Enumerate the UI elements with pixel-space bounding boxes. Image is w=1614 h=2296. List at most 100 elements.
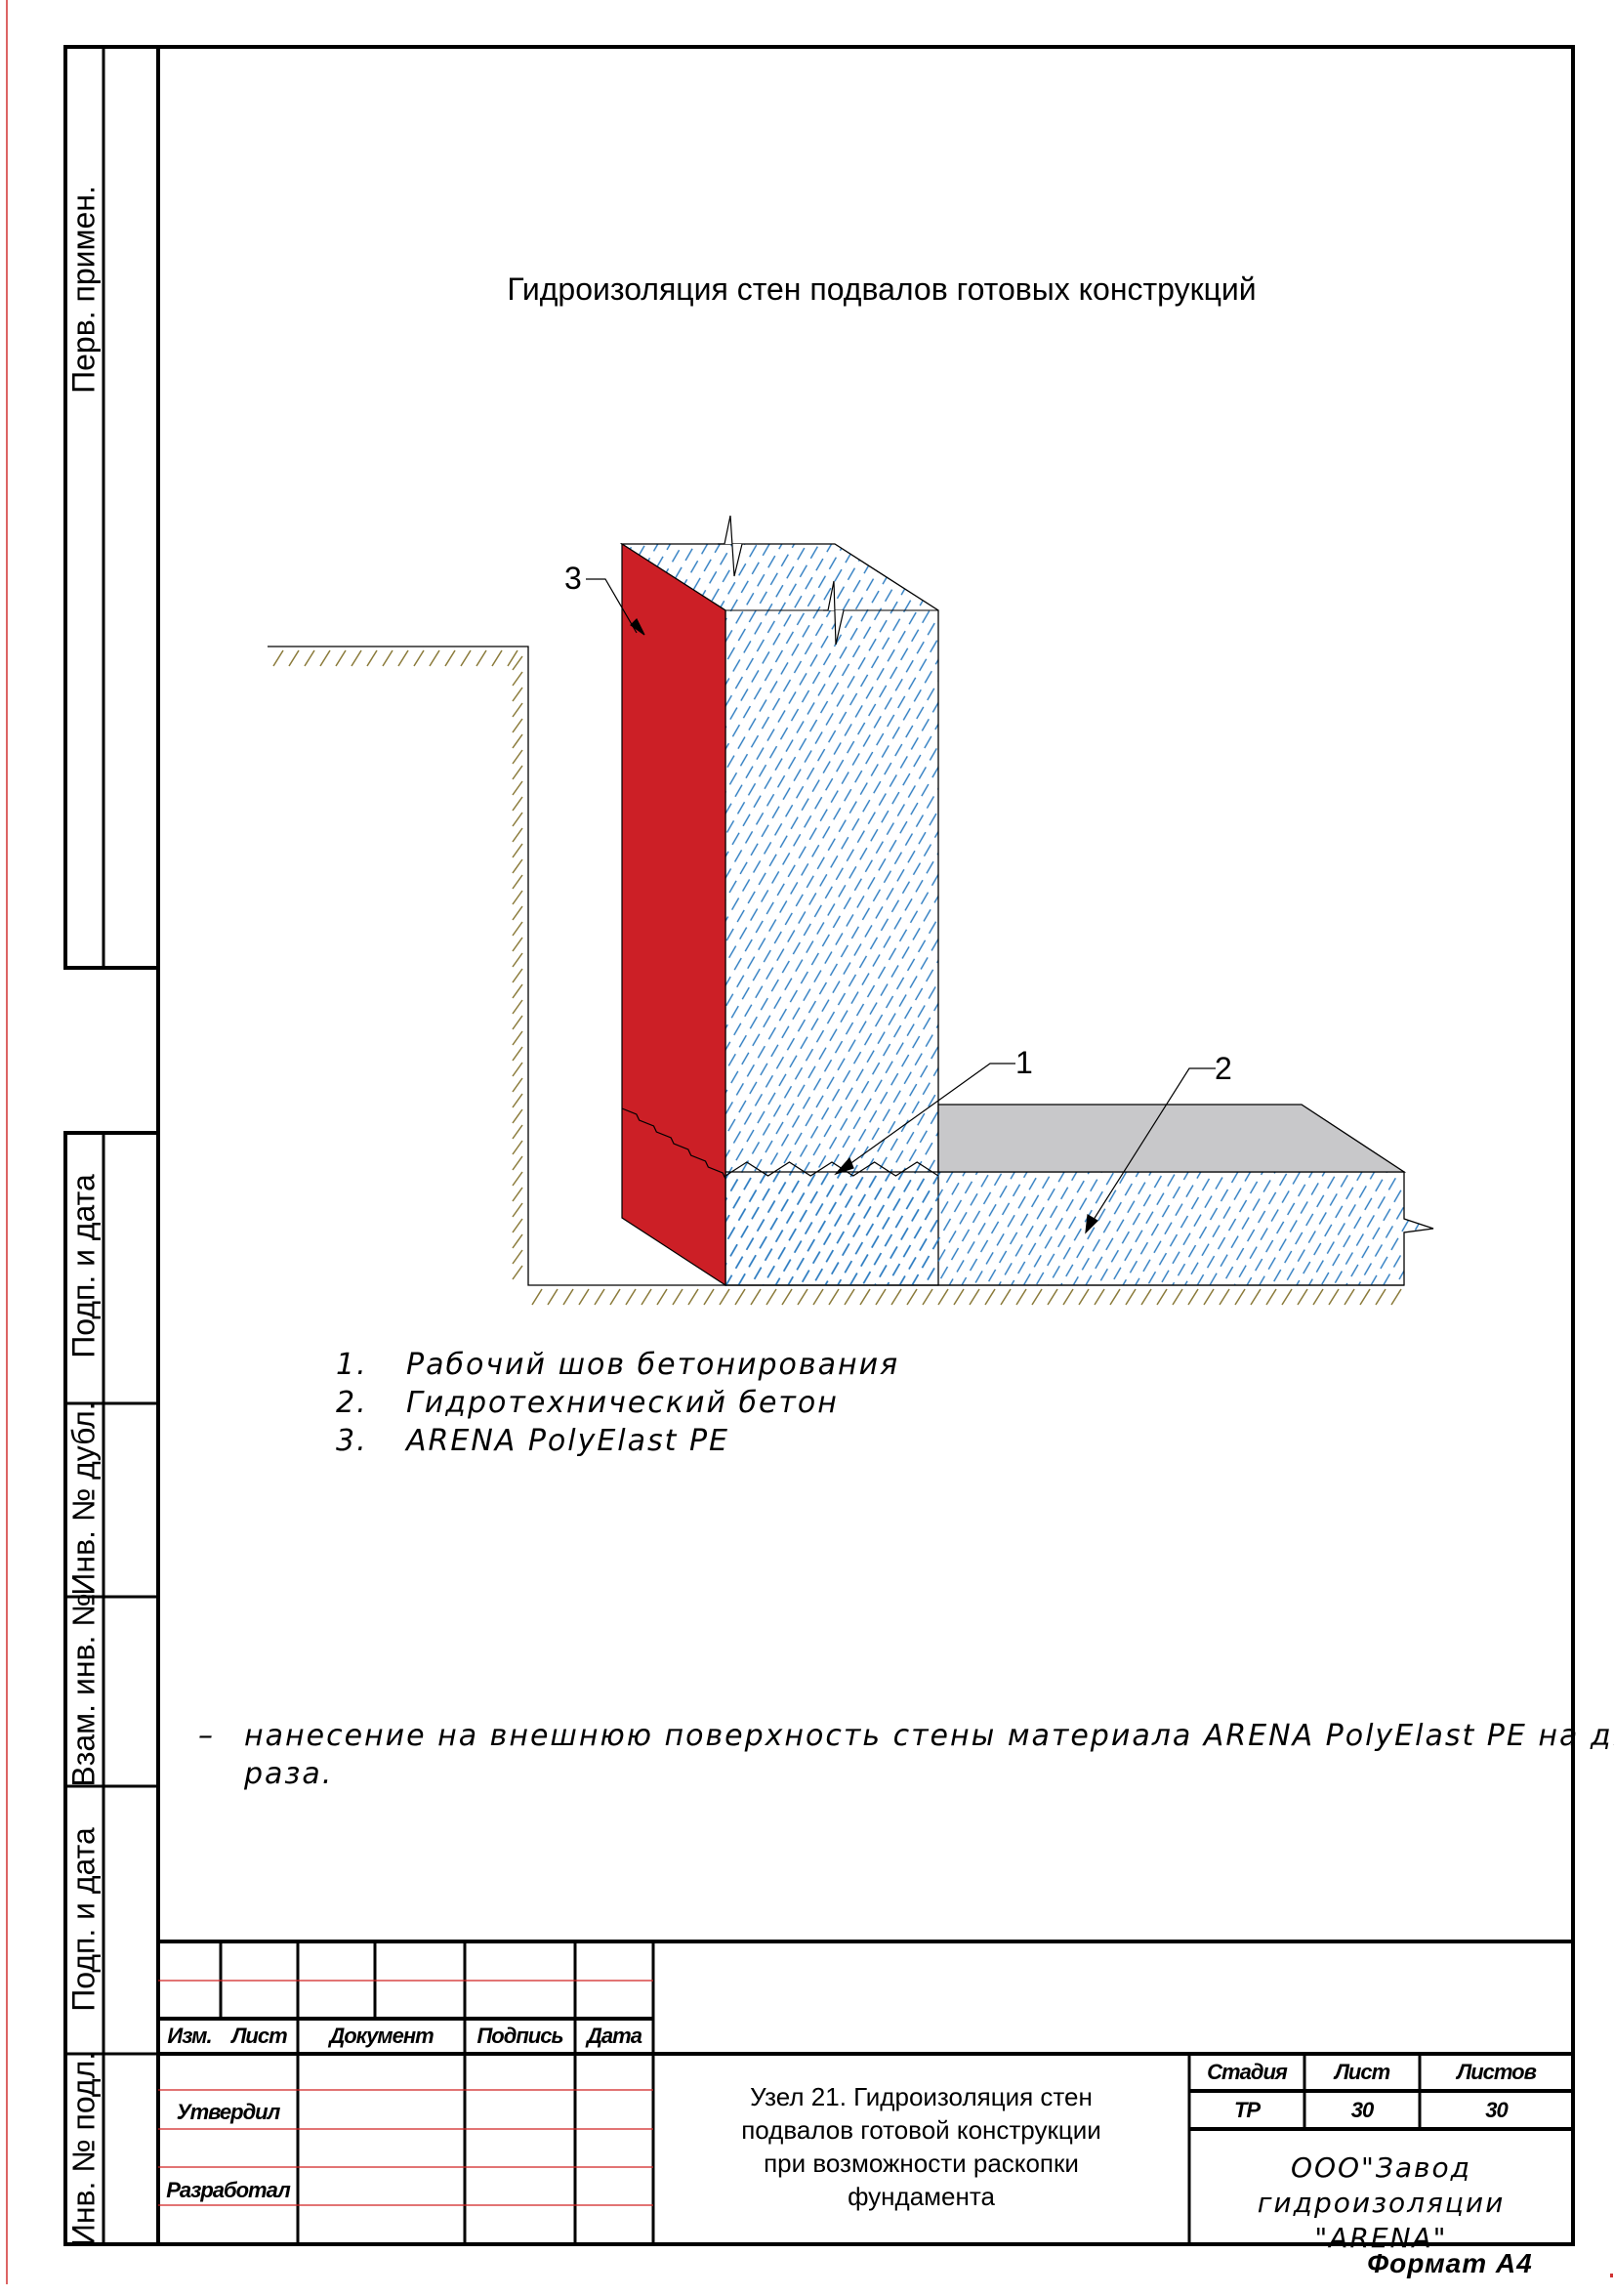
soil-hatch-stroke xyxy=(319,649,331,667)
concrete-slab xyxy=(724,1104,1434,1286)
drawing-title: Гидроизоляция стен подвалов готовых конс… xyxy=(507,271,1257,307)
soil-hatch-stroke xyxy=(531,1288,543,1306)
callout-2: 2 xyxy=(1215,1051,1232,1086)
soil-hatch-stroke xyxy=(1328,1288,1340,1306)
sheet-frame xyxy=(63,45,1575,2246)
soil-hatch-stroke xyxy=(1234,1288,1246,1306)
soil-hatch-stroke xyxy=(578,1288,590,1306)
soil-hatch-stroke xyxy=(512,937,523,952)
legend-text: Гидротехнический бетон xyxy=(406,1386,839,1420)
description-line: Узел 21. Гидроизоляция стен xyxy=(750,2082,1093,2111)
soil-hatch-stroke xyxy=(703,1288,715,1306)
soil-hatch-stroke xyxy=(512,687,523,702)
soil-hatch-stroke xyxy=(512,1077,523,1093)
soil-hatch-stroke xyxy=(512,1062,523,1077)
soil-hatch-stroke xyxy=(1078,1288,1090,1306)
organization-line: ООО"Завод гидроизоляции xyxy=(1257,2151,1506,2219)
soil-hatch-stroke xyxy=(512,968,523,983)
soil-hatch-stroke xyxy=(512,874,523,890)
soil-hatch-stroke xyxy=(512,702,523,718)
soil-hatch-stroke xyxy=(547,1288,559,1306)
soil-hatch-stroke xyxy=(335,649,347,667)
legend-num: 3. xyxy=(336,1424,368,1458)
soil-hatch-stroke xyxy=(512,1218,523,1233)
soil-hatch-stroke xyxy=(687,1288,699,1306)
header-document: Документ xyxy=(329,2024,434,2048)
soil-hatch-stroke xyxy=(512,905,523,921)
soil-hatch-stroke xyxy=(766,1288,777,1306)
leaders xyxy=(586,578,1216,1234)
soil-hatch-stroke xyxy=(1187,1288,1199,1306)
soil-hatch-stroke xyxy=(512,858,523,874)
description-line: подвалов готовой конструкции xyxy=(741,2115,1101,2145)
legend-text: Рабочий шов бетонирования xyxy=(406,1348,900,1382)
organization: ООО"Завод гидроизоляции "ARENA" xyxy=(1189,2150,1573,2256)
sheet-description: Узел 21. Гидроизоляция стен подвалов гот… xyxy=(653,2080,1189,2213)
soil-hatch-stroke xyxy=(512,952,523,968)
role-developed: Разработал xyxy=(166,2178,291,2202)
soil-hatch-stroke xyxy=(1109,1288,1121,1306)
floor-surface xyxy=(937,1104,1407,1173)
soil-hatch-stroke xyxy=(969,1288,980,1306)
soil-hatch-stroke xyxy=(512,1202,523,1218)
soil-hatch-stroke xyxy=(1375,1288,1386,1306)
soil-hatch-stroke xyxy=(304,649,315,667)
soil-hatch-stroke xyxy=(906,1288,918,1306)
soil-hatch-stroke xyxy=(750,1288,762,1306)
soil-hatch-stroke xyxy=(1344,1288,1355,1306)
soil-hatch-stroke xyxy=(859,1288,871,1306)
soil-hatch-stroke xyxy=(953,1288,965,1306)
soil-hatch-stroke xyxy=(1219,1288,1230,1306)
soil-hatch-stroke xyxy=(512,718,523,733)
soil-hatch-stroke xyxy=(512,1171,523,1187)
soil-hatch-stroke xyxy=(1281,1288,1293,1306)
header-signature: Подпись xyxy=(476,2024,563,2048)
soil-hatch-stroke xyxy=(512,765,523,780)
note-dash: – xyxy=(198,1719,215,1753)
soil-hatch-stroke xyxy=(413,649,425,667)
header-izm: Изм. xyxy=(167,2024,212,2048)
soil-hatch-stroke xyxy=(512,733,523,749)
soil xyxy=(268,646,1404,1306)
soil-hatch-stroke xyxy=(429,649,440,667)
soil-hatch-stroke xyxy=(781,1288,793,1306)
soil-hatch-stroke xyxy=(1125,1288,1137,1306)
membrane-arena-polyelast xyxy=(621,542,726,1287)
sheet-label: Лист xyxy=(1334,2060,1390,2084)
soil-hatch-stroke xyxy=(512,843,523,858)
description-line: фундамента xyxy=(848,2182,995,2211)
organization-line: "ARENA" xyxy=(1314,2222,1448,2254)
soil-hatch-stroke xyxy=(512,1046,523,1062)
soil-hatch-stroke xyxy=(1250,1288,1262,1306)
header-date: Дата xyxy=(587,2024,642,2048)
soil-hatch-stroke xyxy=(1062,1288,1074,1306)
soil-hatch-stroke xyxy=(734,1288,746,1306)
soil-hatch-stroke xyxy=(812,1288,824,1306)
soil-hatch-stroke xyxy=(512,921,523,937)
soil-hatch-stroke xyxy=(512,671,523,687)
soil-hatch-stroke xyxy=(512,812,523,827)
sheets-value: 30 xyxy=(1485,2098,1508,2122)
soil-hatch-stroke xyxy=(512,1030,523,1046)
soil-hatch-stroke xyxy=(512,796,523,812)
soil-hatch-stroke xyxy=(460,649,472,667)
soil-hatch-stroke xyxy=(1297,1288,1308,1306)
soil-hatch-stroke xyxy=(1390,1288,1402,1306)
soil-hatch-stroke xyxy=(507,649,518,667)
soil-hatch-stroke xyxy=(656,1288,668,1306)
soil-hatch-stroke xyxy=(1094,1288,1105,1306)
title-block-grid xyxy=(158,1940,1573,2244)
soil-hatch-stroke xyxy=(922,1288,933,1306)
soil-hatch-stroke xyxy=(512,1265,523,1280)
soil-hatch-stroke xyxy=(625,1288,637,1306)
description-line: при возможности раскопки xyxy=(764,2149,1079,2178)
soil-hatch-stroke xyxy=(797,1288,808,1306)
callout-1: 1 xyxy=(1015,1045,1033,1080)
soil-hatch-stroke xyxy=(512,999,523,1015)
soil-hatch-stroke xyxy=(875,1288,887,1306)
soil-hatch-stroke xyxy=(890,1288,902,1306)
soil-hatch-stroke xyxy=(512,749,523,765)
soil-hatch-stroke xyxy=(512,1093,523,1108)
soil-hatch-stroke xyxy=(512,983,523,999)
